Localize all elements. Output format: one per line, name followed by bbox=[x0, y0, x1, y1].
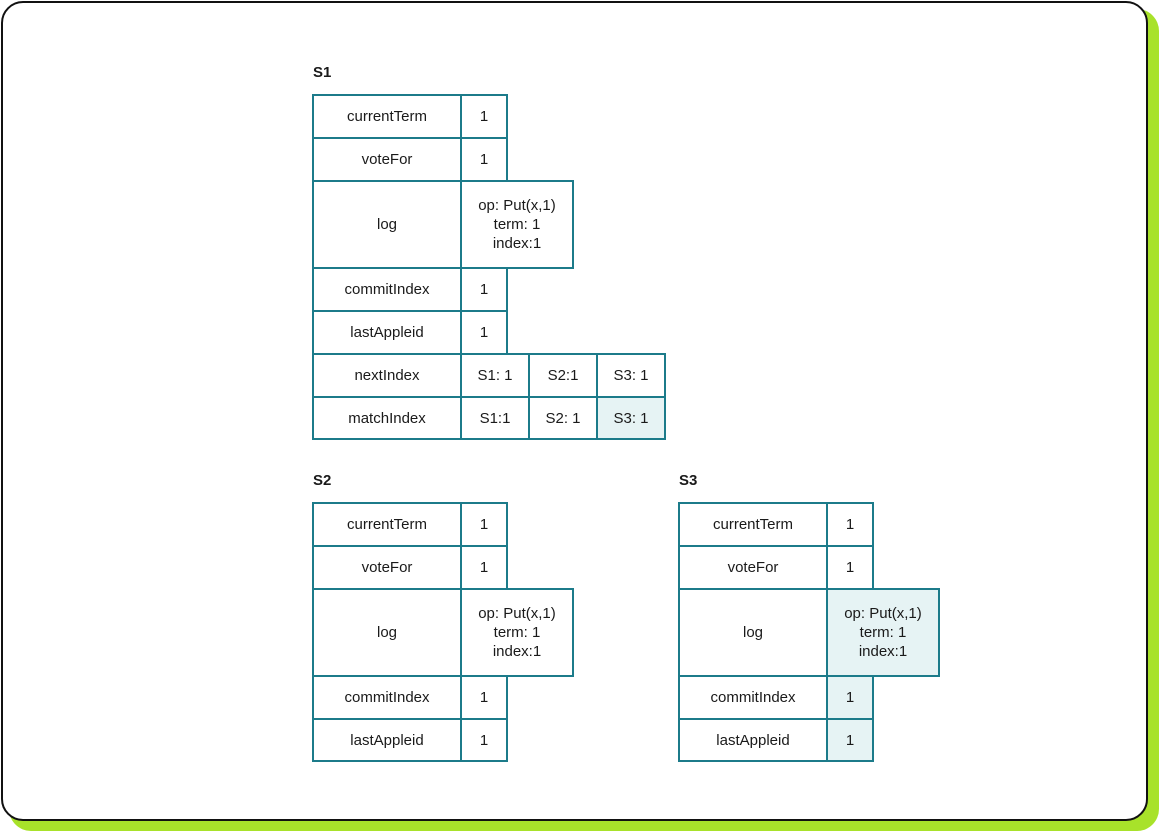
s1-current-term-label: currentTerm bbox=[312, 94, 462, 139]
s2-last-applied-value: 1 bbox=[460, 718, 508, 762]
s2-log-index: index:1 bbox=[492, 643, 542, 660]
s3-log-index: index:1 bbox=[858, 643, 908, 660]
s2-vote-for-label: voteFor bbox=[312, 545, 462, 590]
s1-log-term: term: 1 bbox=[493, 216, 541, 233]
s2-log-label: log bbox=[312, 588, 462, 677]
s2-log-op: op: Put(x,1) bbox=[478, 605, 556, 622]
s1-log-entry: op: Put(x,1) term: 1 index:1 bbox=[460, 180, 574, 269]
s2-log-term: term: 1 bbox=[493, 624, 541, 641]
s3-log-label: log bbox=[678, 588, 828, 677]
s1-vote-for-label: voteFor bbox=[312, 137, 462, 182]
s3-vote-for-label: voteFor bbox=[678, 545, 828, 590]
s3-current-term-label: currentTerm bbox=[678, 502, 828, 547]
server-title-s3: S3 bbox=[679, 472, 698, 489]
s2-last-applied-label: lastAppleid bbox=[312, 718, 462, 762]
s1-match-index-s3: S3: 1 bbox=[596, 396, 666, 440]
s1-log-op: op: Put(x,1) bbox=[478, 197, 556, 214]
s1-next-index-label: nextIndex bbox=[312, 353, 462, 398]
s2-vote-for-value: 1 bbox=[460, 545, 508, 590]
s1-match-index-label: matchIndex bbox=[312, 396, 462, 440]
s3-current-term-value: 1 bbox=[826, 502, 874, 547]
s3-log-term: term: 1 bbox=[859, 624, 907, 641]
s3-last-applied-value: 1 bbox=[826, 718, 874, 762]
s2-commit-index-value: 1 bbox=[460, 675, 508, 720]
s2-current-term-value: 1 bbox=[460, 502, 508, 547]
s3-log-entry: op: Put(x,1) term: 1 index:1 bbox=[826, 588, 940, 677]
s1-match-index-s1: S1:1 bbox=[460, 396, 530, 440]
s1-next-index-s3: S3: 1 bbox=[596, 353, 666, 398]
server-title-s2: S2 bbox=[313, 472, 332, 489]
s1-match-index-s2: S2: 1 bbox=[528, 396, 598, 440]
s1-log-index: index:1 bbox=[492, 235, 542, 252]
s2-commit-index-label: commitIndex bbox=[312, 675, 462, 720]
s1-vote-for-value: 1 bbox=[460, 137, 508, 182]
s1-current-term-value: 1 bbox=[460, 94, 508, 139]
s1-commit-index-label: commitIndex bbox=[312, 267, 462, 312]
server-title-s1: S1 bbox=[313, 64, 332, 81]
s2-current-term-label: currentTerm bbox=[312, 502, 462, 547]
s3-last-applied-label: lastAppleid bbox=[678, 718, 828, 762]
s3-vote-for-value: 1 bbox=[826, 545, 874, 590]
s1-last-applied-value: 1 bbox=[460, 310, 508, 355]
s1-log-label: log bbox=[312, 180, 462, 269]
s3-log-op: op: Put(x,1) bbox=[844, 605, 922, 622]
s2-log-entry: op: Put(x,1) term: 1 index:1 bbox=[460, 588, 574, 677]
s3-commit-index-label: commitIndex bbox=[678, 675, 828, 720]
s1-next-index-s1: S1: 1 bbox=[460, 353, 530, 398]
s1-next-index-s2: S2:1 bbox=[528, 353, 598, 398]
s3-commit-index-value: 1 bbox=[826, 675, 874, 720]
s1-commit-index-value: 1 bbox=[460, 267, 508, 312]
s1-last-applied-label: lastAppleid bbox=[312, 310, 462, 355]
